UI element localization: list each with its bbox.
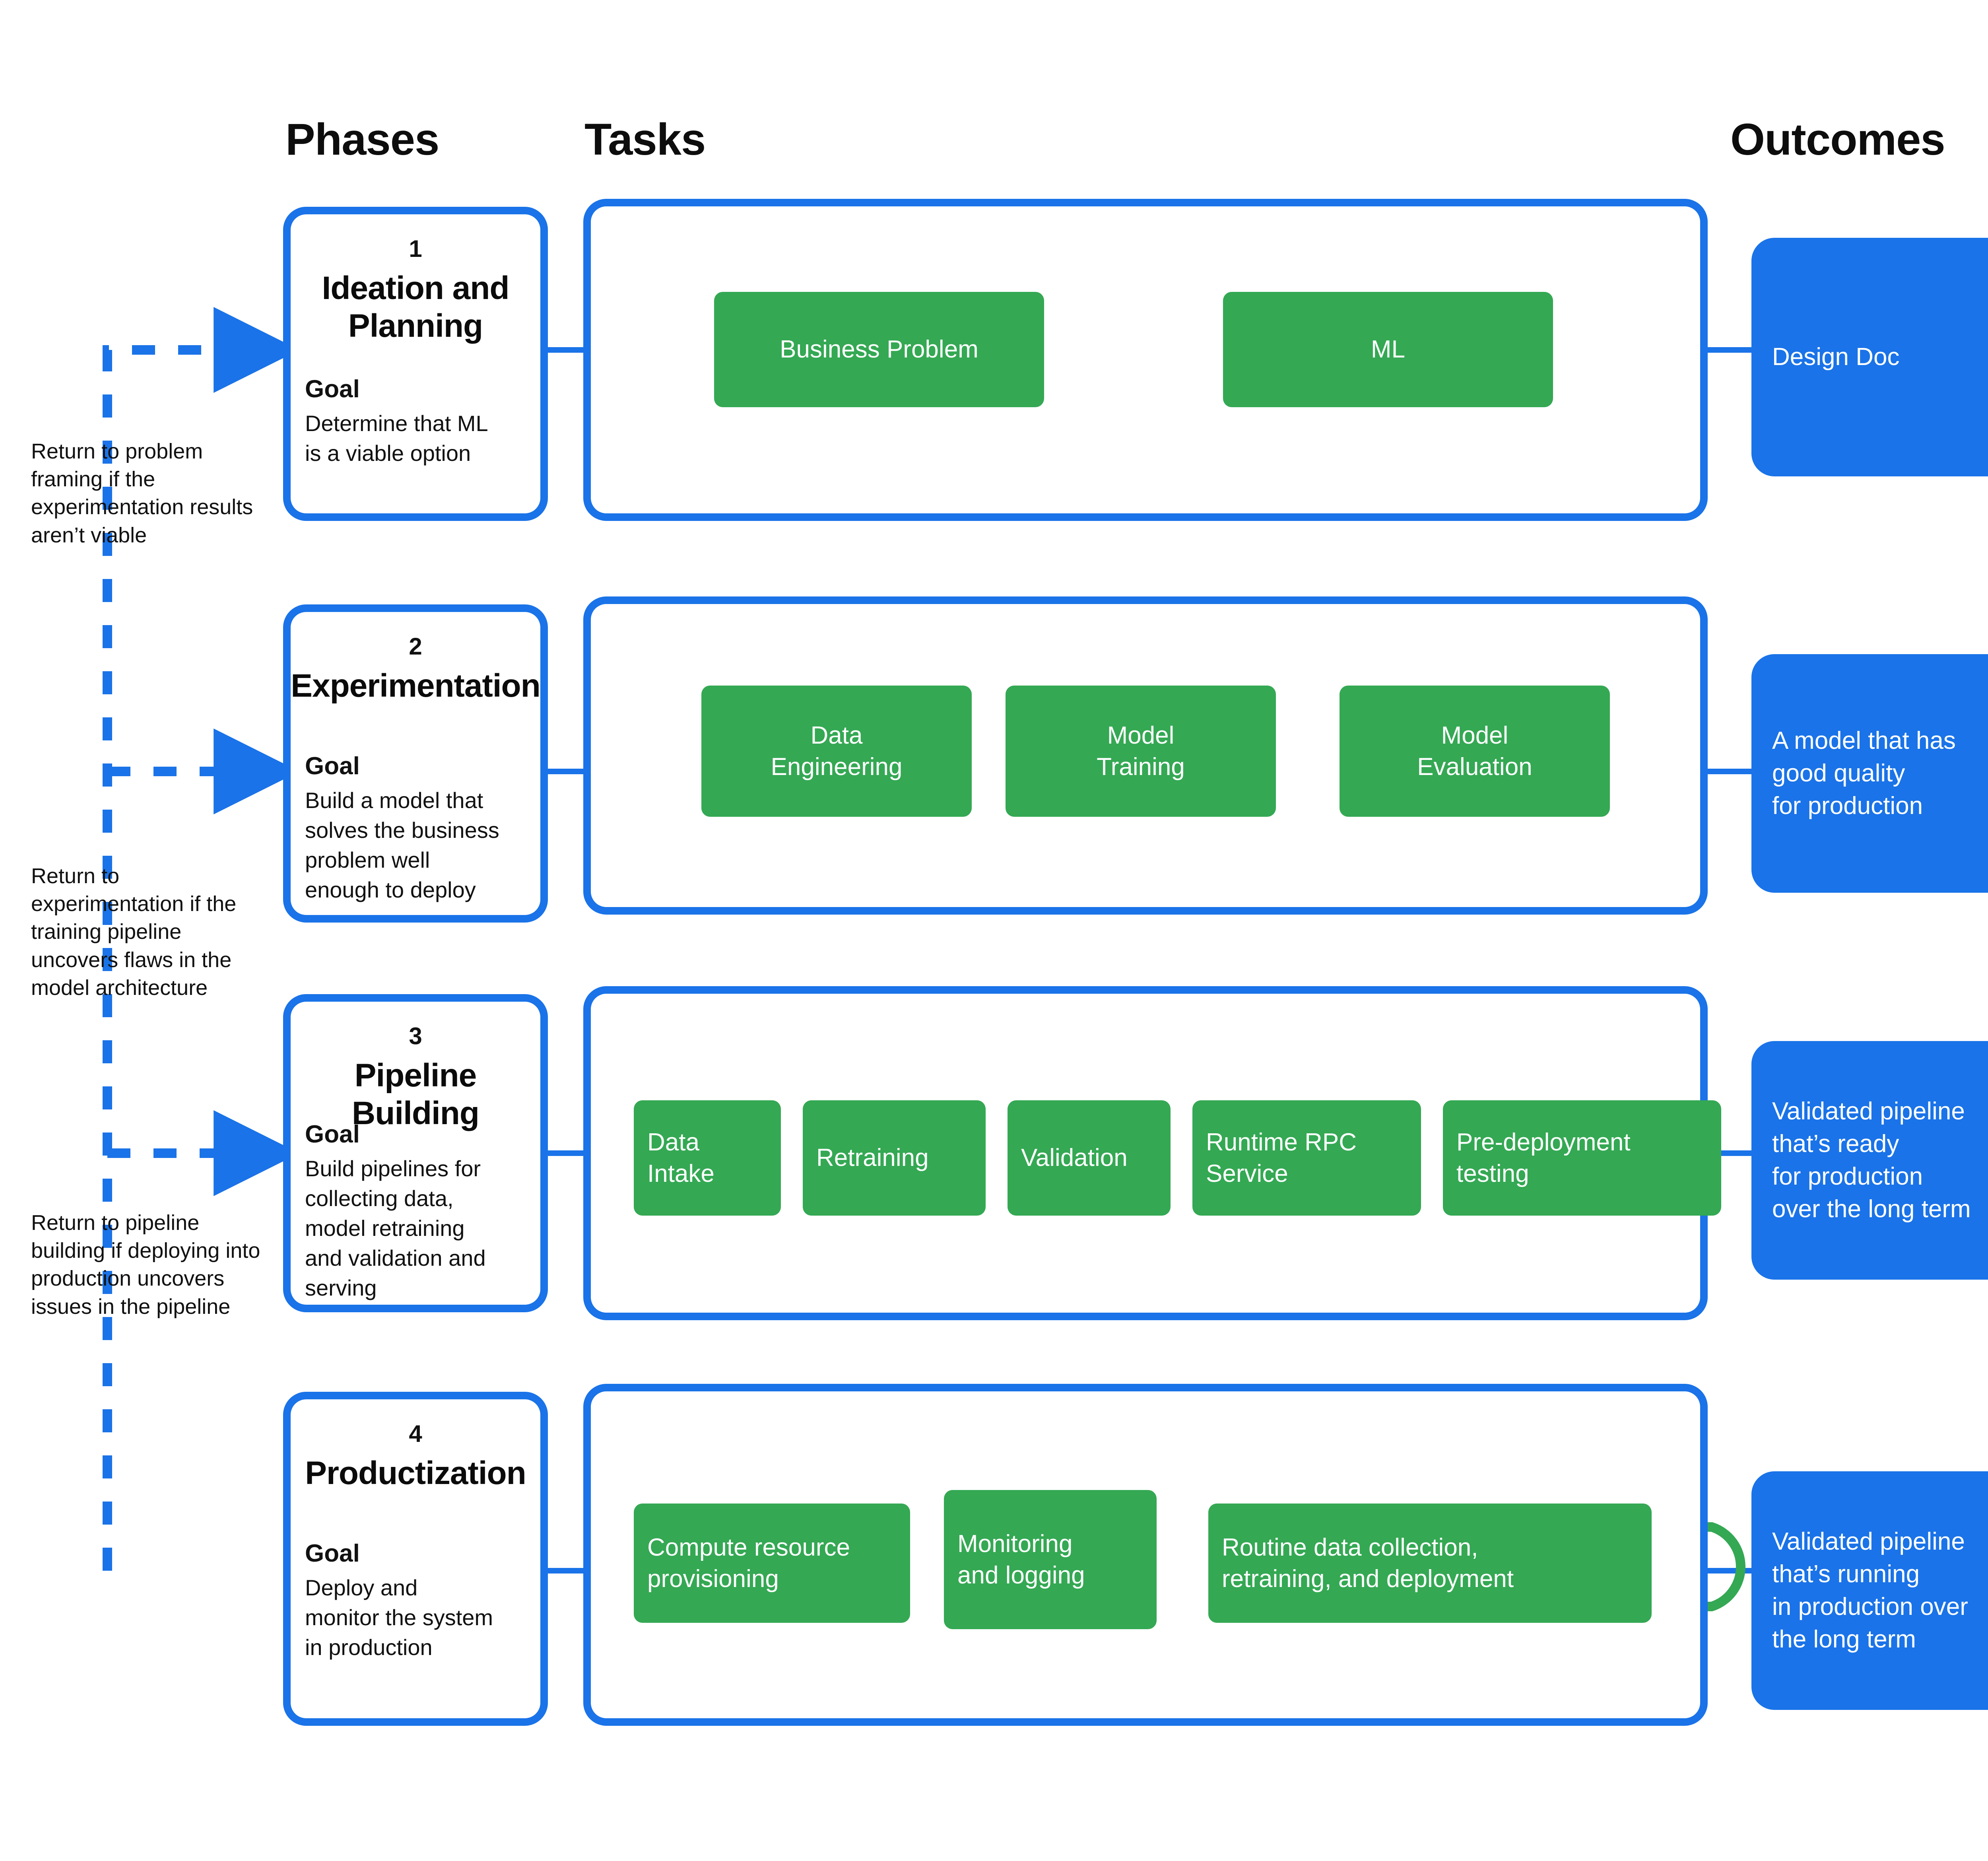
- goal-text-4: Deploy and monitor the system in product…: [305, 1575, 493, 1660]
- task-chip-routine-data-collection[interactable]: Routine data collection, retraining, and…: [1208, 1504, 1652, 1623]
- task-chip-data-intake[interactable]: Data Intake: [634, 1100, 781, 1216]
- phase-card-4[interactable]: 4 Productization Goal Deploy and monitor…: [283, 1392, 548, 1726]
- phase-number-4: 4: [409, 1420, 422, 1447]
- goal-label-1: Goal: [305, 375, 360, 403]
- phase-card-1[interactable]: 1 Ideation and Planning Goal Determine t…: [283, 207, 548, 521]
- column-header-outcomes: Outcomes: [1730, 115, 1945, 164]
- phase-number-1: 1: [409, 235, 422, 262]
- task-panel-1: Business Problem ML: [583, 199, 1708, 521]
- phase-title-1: Ideation and Planning: [322, 270, 510, 344]
- feedback-note-return-to-pipeline-building: Return to pipeline building if deploying…: [31, 1211, 260, 1319]
- task-panel-2: Data Engineering Model Training Model Ev…: [583, 596, 1708, 915]
- goal-text-2: Build a model that solves the business p…: [305, 788, 499, 903]
- column-header-phases: Phases: [285, 115, 439, 164]
- outcome-card-3[interactable]: Validated pipeline that’s ready for prod…: [1751, 1041, 1988, 1280]
- phase-number-3: 3: [409, 1023, 422, 1049]
- goal-text-3: Build pipelines for collecting data, mod…: [305, 1156, 486, 1301]
- phase-title-3: Pipeline Building: [352, 1057, 480, 1132]
- task-panel-4: Compute resource provisioning Monitoring…: [583, 1384, 1708, 1726]
- phase-card-3[interactable]: 3 Pipeline Building Goal Build pipelines…: [283, 994, 548, 1312]
- column-header-tasks: Tasks: [584, 115, 706, 164]
- task-panel-3: Data Intake Retraining Validation Runtim…: [583, 986, 1721, 1320]
- task-chip-ml[interactable]: ML: [1223, 292, 1553, 407]
- feedback-note-return-to-experimentation: Return to experimentation if the trainin…: [31, 864, 237, 1000]
- goal-label-4: Goal: [305, 1540, 360, 1567]
- phase-title-2: Experimentation: [291, 668, 540, 704]
- task-chip-model-evaluation[interactable]: Model Evaluation: [1340, 686, 1610, 817]
- phase-card-2[interactable]: 2 Experimentation Goal Build a model tha…: [283, 604, 548, 923]
- outcome-card-1[interactable]: Design Doc: [1751, 238, 1988, 476]
- task-chip-validation[interactable]: Validation: [1008, 1100, 1171, 1216]
- phase-number-2: 2: [409, 633, 422, 660]
- outcome-card-4[interactable]: Validated pipeline that’s running in pro…: [1751, 1471, 1988, 1710]
- task-chip-model-training[interactable]: Model Training: [1006, 686, 1276, 817]
- feedback-note-return-to-problem-framing: Return to problem framing if the experim…: [31, 439, 253, 547]
- task-chip-pre-deployment-testing[interactable]: Pre-deployment testing: [1443, 1100, 1721, 1216]
- phase-title-4: Productization: [305, 1455, 526, 1491]
- task-chip-retraining[interactable]: Retraining: [803, 1100, 986, 1216]
- outcome-card-2[interactable]: A model that has good quality for produc…: [1751, 654, 1988, 893]
- goal-label-2: Goal: [305, 752, 360, 780]
- goal-label-3: Goal: [305, 1121, 360, 1148]
- task-to-outcome-connectors: [1708, 347, 1751, 1573]
- task-chip-monitoring-and-logging[interactable]: Monitoring and logging: [944, 1490, 1157, 1629]
- phase-to-task-connectors: [548, 347, 583, 1573]
- goal-text-1: Determine that ML is a viable option: [305, 411, 488, 466]
- task-chip-runtime-rpc-service[interactable]: Runtime RPC Service: [1192, 1100, 1421, 1216]
- task-chip-compute-resource-provisioning[interactable]: Compute resource provisioning: [634, 1504, 910, 1623]
- task-chip-data-engineering[interactable]: Data Engineering: [701, 686, 972, 817]
- task-chip-business-problem[interactable]: Business Problem: [714, 292, 1044, 407]
